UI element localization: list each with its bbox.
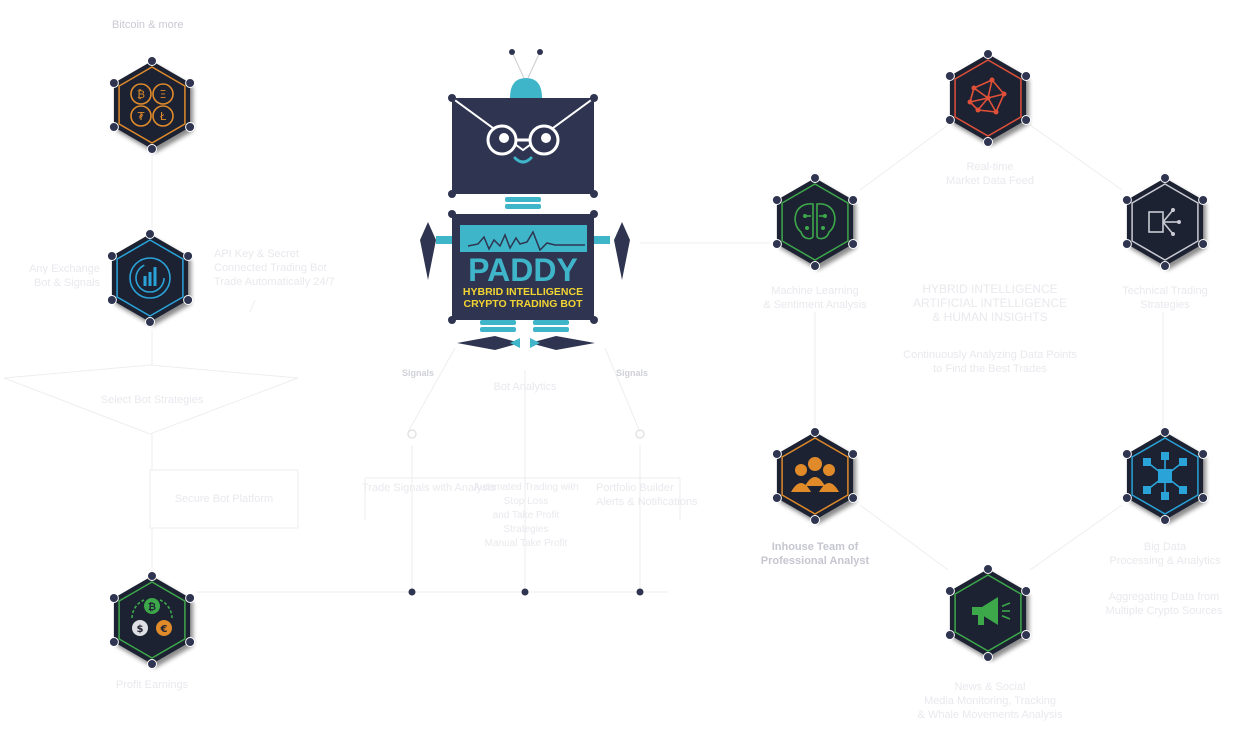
trade-signals-label: Trade Signals with Analysis <box>362 482 496 494</box>
portfolio-label: Portfolio Builder Alerts & Notifications <box>596 482 698 508</box>
continuous-analysis-text: Continuously Analyzing Data Points to Fi… <box>903 349 1077 375</box>
technical-trading-label: Technical Trading Strategies <box>1122 285 1208 311</box>
automated-trading-label: Automated Trading with Stop Loss and Tak… <box>473 482 579 549</box>
currency-exchange-icon: ₿ $ € <box>108 571 196 669</box>
svg-text:₿: ₿ <box>137 88 145 101</box>
connectors <box>3 124 1164 593</box>
market-data-label: Real-time Market Data Feed <box>945 161 1035 187</box>
bot-tagline-2: CRYPTO TRADING BOT <box>463 298 583 310</box>
svg-text:€: € <box>160 624 168 635</box>
svg-text:₮: ₮ <box>138 110 145 123</box>
big-data-label: Big Data Processing & Analytics <box>1109 541 1221 567</box>
bot-analytics-caption: Bot Analytics <box>493 381 557 393</box>
aggregating-data-label: Aggregating Data from Multiple Crypto So… <box>1105 591 1223 617</box>
news-social-label: News & Social Media Monitoring, Tracking… <box>917 681 1063 721</box>
bot-tagline-1: HYBRID INTELLIGENCE <box>463 286 583 298</box>
bot-name: PADDY <box>468 252 578 288</box>
exchange-label: Any Exchange Bot & Signals <box>29 263 100 289</box>
svg-text:Ξ: Ξ <box>160 88 167 101</box>
network-graph-icon <box>944 49 1032 147</box>
crypto-coins-icon: ₿ Ξ ₮ Ł <box>108 56 196 154</box>
platform-box-label: Secure Bot Platform <box>174 493 274 505</box>
machine-learning-label: Machine Learning & Sentiment Analysis <box>763 285 867 311</box>
analytics-gauge-icon <box>106 229 194 327</box>
svg-text:Ł: Ł <box>159 110 167 123</box>
signals-right-label: Signals <box>616 368 649 378</box>
inhouse-team-label: Inhouse Team of Professional Analyst <box>760 541 870 567</box>
svg-text:$: $ <box>137 624 144 635</box>
team-people-icon <box>771 427 859 525</box>
strategies-diamond-label: Select Bot Strategies <box>100 394 204 406</box>
megaphone-icon <box>944 564 1032 662</box>
hybrid-intelligence-text: HYBRID INTELLIGENCE ARTIFICIAL INTELLIGE… <box>912 282 1068 324</box>
svg-text:₿: ₿ <box>148 601 156 613</box>
profit-caption: Profit Earnings <box>115 679 189 691</box>
connector-dots <box>408 588 644 596</box>
data-hub-icon <box>1121 427 1209 525</box>
signals-left-label: Signals <box>402 368 435 378</box>
export-arrows-icon <box>1121 173 1209 271</box>
brain-circuit-icon <box>771 173 859 271</box>
api-key-label: API Key & Secret Connected Trading Bot T… <box>214 248 335 288</box>
robot-mascot <box>420 49 630 350</box>
bitcoin-caption: Bitcoin & more <box>112 19 184 31</box>
